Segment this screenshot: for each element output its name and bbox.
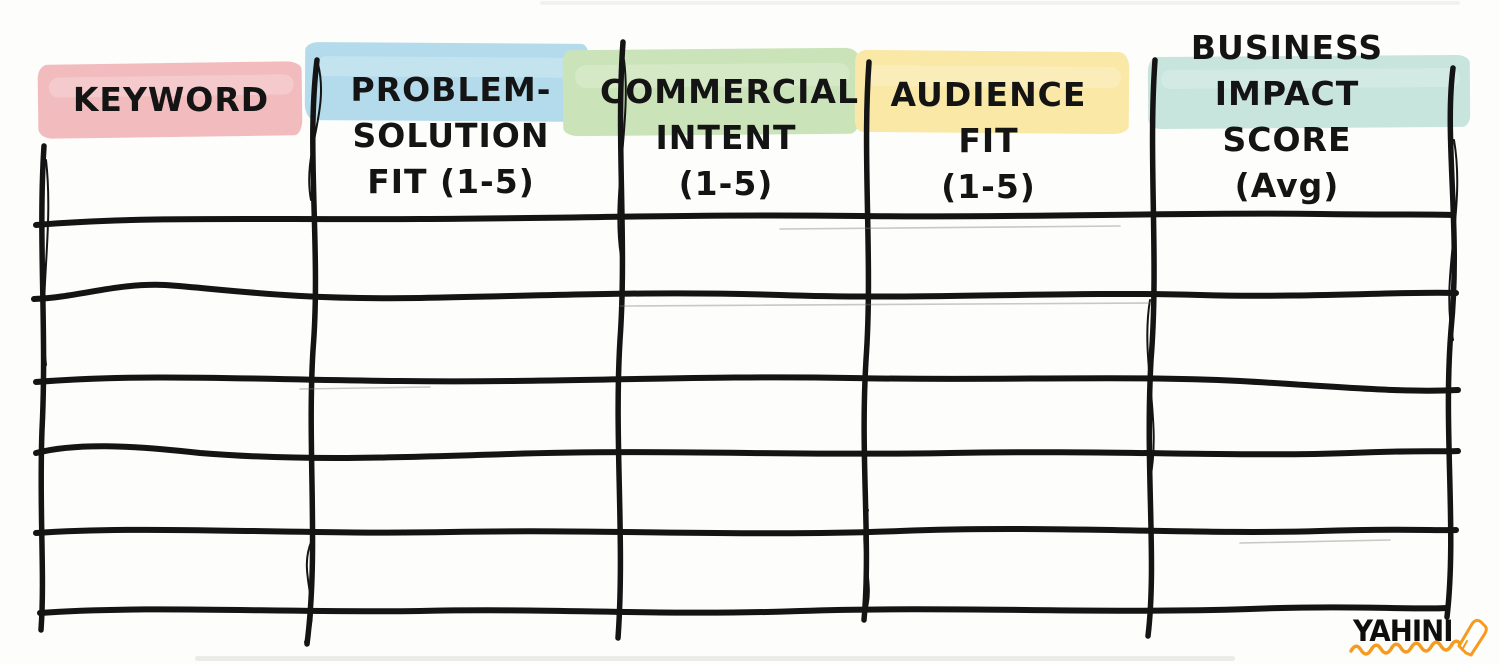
column-header-keyword: KEYWORD [42, 77, 300, 123]
header-line: FIT [958, 121, 1019, 160]
table-cell [1157, 531, 1452, 606]
header-line: (1-5) [678, 164, 774, 203]
header-line: INTENT [655, 118, 797, 157]
table-cell [313, 380, 620, 453]
column-header-problem-solution-fit: PROBLEM- SOLUTION FIT (1-5) [306, 67, 596, 205]
header-line: (Avg) [1234, 166, 1340, 205]
header-line: PROBLEM- [350, 70, 552, 109]
table-cell [313, 453, 620, 531]
table-cell [40, 453, 313, 531]
table-cell [313, 295, 620, 380]
column-header-commercial-intent: COMMERCIAL INTENT (1-5) [600, 69, 859, 207]
table-cell [864, 380, 1157, 453]
table-cell [40, 380, 313, 453]
table-cell [864, 295, 1157, 380]
header-line: AUDIENCE [890, 75, 1087, 114]
table-cell [313, 531, 620, 606]
header-line: SCORE [1222, 120, 1352, 159]
table-cell [1157, 380, 1452, 453]
header-line: FIT (1-5) [367, 162, 535, 201]
marker-smudge [195, 656, 1235, 661]
grid-horizontal-line [37, 604, 1449, 616]
table-cell [864, 453, 1157, 531]
table-cell [620, 531, 864, 606]
header-line: IMPACT [1214, 74, 1360, 113]
table-cell [40, 218, 313, 295]
header-line: KEYWORD [72, 80, 270, 119]
table-cell [313, 218, 620, 295]
table-body [40, 218, 1452, 606]
table-cell [620, 218, 864, 295]
yahini-logo: YAHINI [1348, 612, 1496, 662]
table-cell [1157, 453, 1452, 531]
header-line: COMMERCIAL [600, 72, 859, 111]
table-cell [864, 218, 1157, 295]
header-line: SOLUTION [352, 116, 550, 155]
table-cell [620, 380, 864, 453]
table-cell [620, 453, 864, 531]
yahini-logo-graphics [1349, 618, 1488, 657]
column-header-audience-fit: AUDIENCE FIT (1-5) [866, 72, 1111, 210]
header-line: (1-5) [941, 167, 1036, 206]
table-cell [620, 295, 864, 380]
table-cell [1157, 295, 1452, 380]
column-header-business-impact-score: BUSINESS IMPACT SCORE (Avg) [1146, 25, 1428, 209]
table-cell [40, 531, 313, 606]
header-line: BUSINESS [1190, 28, 1384, 67]
logo-underline-squiggle [1349, 639, 1463, 656]
table-cell [864, 531, 1157, 606]
marker-smudge [540, 1, 1460, 5]
table-cell [40, 295, 313, 380]
marker-pen-icon [1457, 618, 1488, 657]
table-cell [1157, 218, 1452, 295]
marker-pen-tip-line [1461, 640, 1468, 651]
